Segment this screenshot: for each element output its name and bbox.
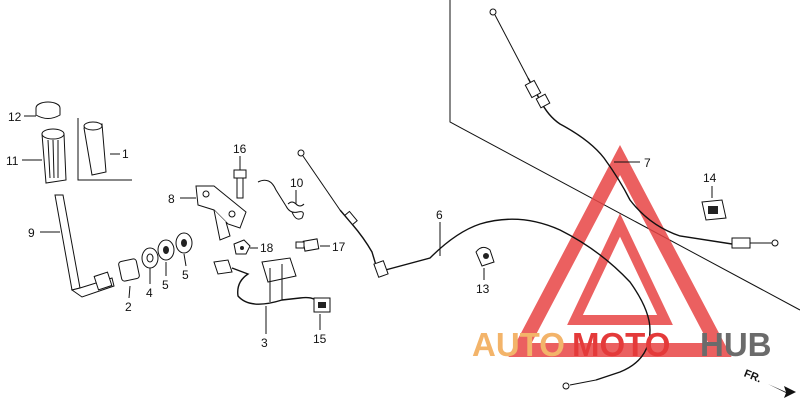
arrow-icon xyxy=(768,384,796,398)
part-17-switch xyxy=(295,238,320,252)
callout-1: 1 xyxy=(122,147,129,161)
part-1-tube xyxy=(83,121,107,176)
part-7-cable xyxy=(489,8,779,249)
part-3-harness xyxy=(213,257,319,305)
callout-5b: 5 xyxy=(182,268,189,282)
callout-5a: 5 xyxy=(162,278,169,292)
part-13-clamp xyxy=(475,246,495,267)
callout-13: 13 xyxy=(476,282,490,296)
leader-lines xyxy=(22,115,713,334)
callout-2: 2 xyxy=(125,300,132,314)
part-5-bushing-a xyxy=(157,239,175,261)
callout-4: 4 xyxy=(146,286,153,300)
watermark-hub: HUB xyxy=(700,326,772,363)
part-4-washer xyxy=(141,247,159,269)
panel-outline xyxy=(449,0,800,311)
callout-18: 18 xyxy=(260,241,274,255)
part-2-collar xyxy=(118,258,140,282)
callout-7: 7 xyxy=(644,156,651,170)
group-bracket xyxy=(77,118,132,181)
part-11-grip xyxy=(41,128,67,184)
callout-10: 10 xyxy=(290,176,304,190)
part-12-cap xyxy=(35,101,61,119)
watermark-triangle xyxy=(508,144,732,357)
callout-16: 16 xyxy=(233,142,247,156)
watermark-logo: AUTO MOTO HUB xyxy=(472,326,772,363)
callout-9: 9 xyxy=(28,226,35,240)
callout-15: 15 xyxy=(313,332,327,346)
part-14-clip xyxy=(701,199,727,221)
watermark-auto: AUTO xyxy=(472,326,565,363)
part-16-bolt xyxy=(233,169,247,199)
callout-12: 12 xyxy=(8,110,22,124)
callout-6: 6 xyxy=(436,208,443,222)
callout-14: 14 xyxy=(703,171,717,185)
callout-8: 8 xyxy=(168,192,175,206)
part-6-cable xyxy=(297,149,651,390)
watermark-moto: MOTO xyxy=(572,326,670,363)
part-5-bushing-b xyxy=(175,232,193,254)
fr-label: FR. xyxy=(742,368,763,386)
callout-3: 3 xyxy=(261,336,268,350)
part-15-clip xyxy=(313,297,331,313)
callout-17: 17 xyxy=(332,240,346,254)
front-direction-indicator: FR. xyxy=(742,368,796,398)
part-8-bracket xyxy=(195,185,247,241)
part-18-nut xyxy=(233,239,251,255)
part-9-lever xyxy=(54,194,115,298)
callout-11: 11 xyxy=(6,154,19,168)
